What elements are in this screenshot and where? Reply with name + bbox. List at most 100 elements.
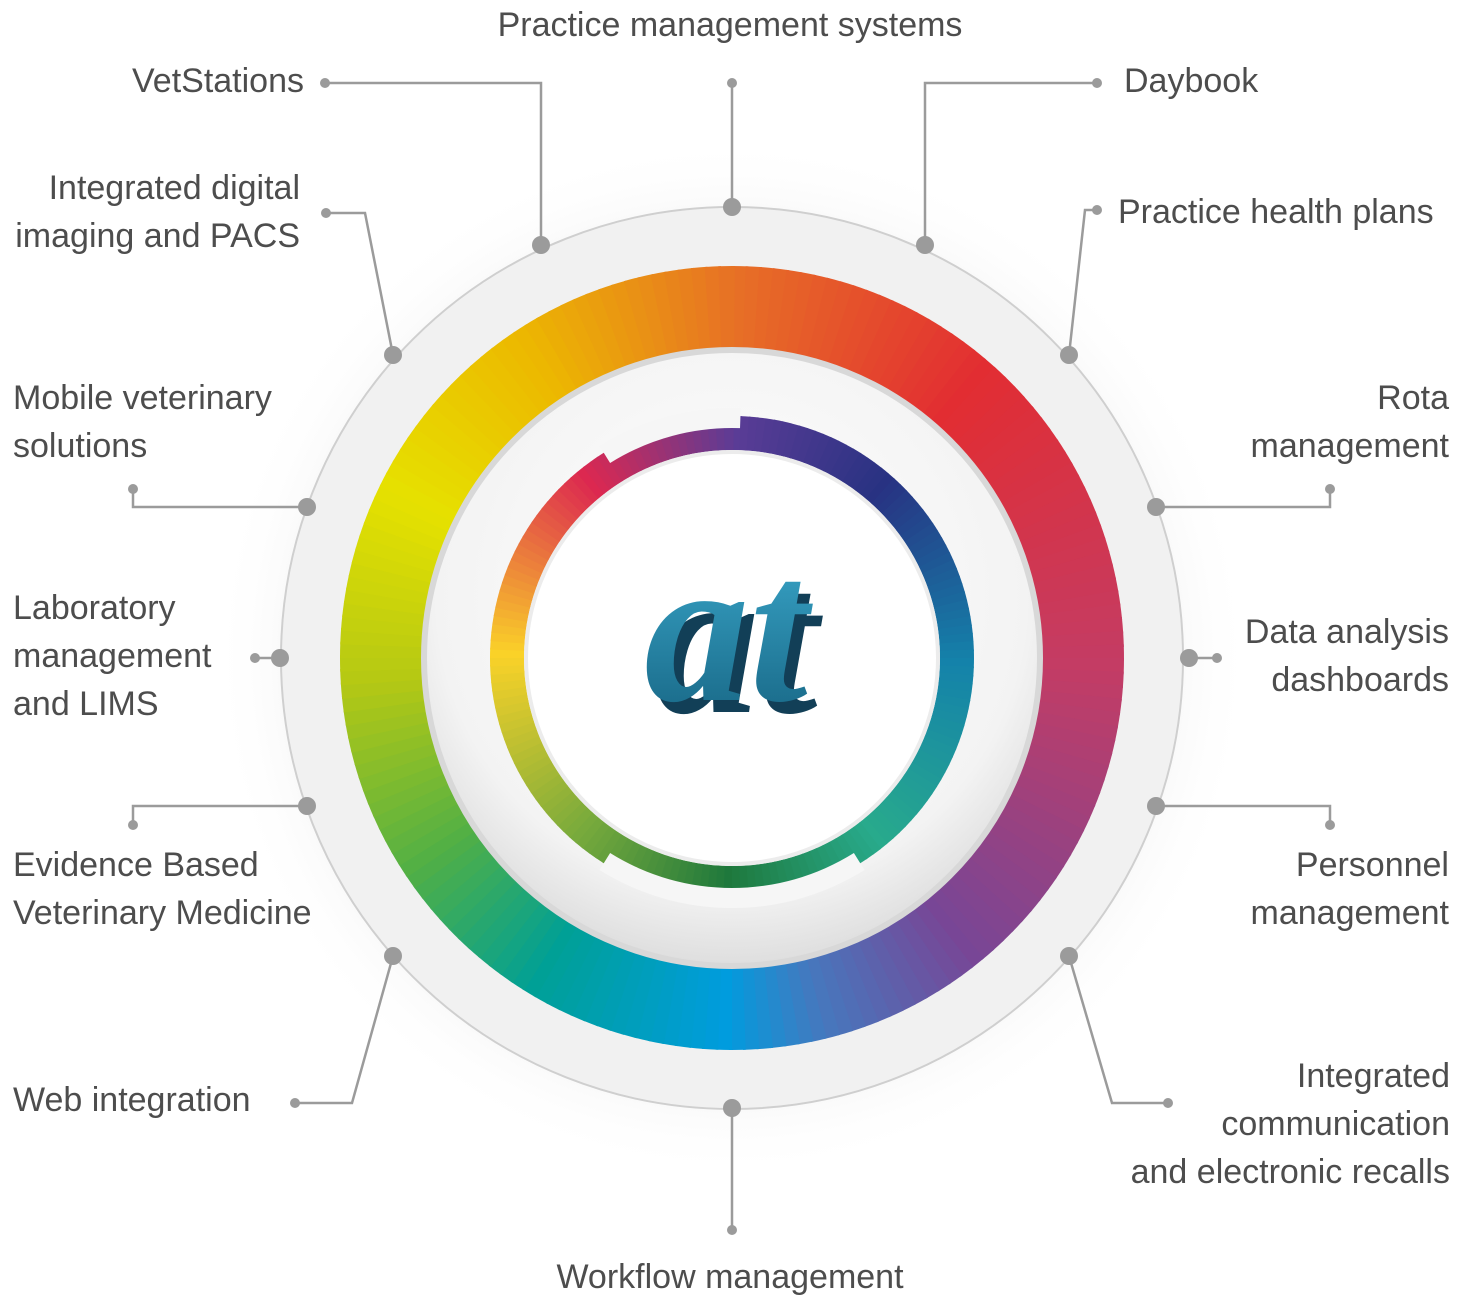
wheel-segment xyxy=(450,374,526,450)
wheel-segment xyxy=(467,879,540,959)
wheel-segment xyxy=(802,946,841,1040)
wheel-segment xyxy=(399,436,485,500)
inner-ring-segment xyxy=(880,797,912,828)
inner-ring-segment xyxy=(927,575,963,596)
inner-ring-segment xyxy=(563,477,594,509)
label-line: Practice health plans xyxy=(1118,193,1434,231)
wheel-segment xyxy=(545,921,601,1011)
dot-workflow-ring xyxy=(723,1099,741,1117)
dot-rota-ring xyxy=(1147,498,1165,516)
wheel-segment xyxy=(792,949,827,1042)
label-line: dashboards xyxy=(1271,661,1449,699)
inner-ring-segment xyxy=(899,774,933,802)
dot-workflow-end xyxy=(727,1225,737,1235)
wheel-segment xyxy=(501,331,566,416)
label-mobile: Mobile veterinary solutions xyxy=(13,374,343,470)
wheel-segment xyxy=(960,842,1041,913)
label-data-analysis: Data analysis dashboards xyxy=(1225,608,1449,704)
inner-ring-segment xyxy=(513,747,549,772)
wheel-segment xyxy=(372,778,463,830)
wheel-segment xyxy=(661,953,691,1047)
wheel-segment xyxy=(916,349,987,430)
wheel-segment xyxy=(431,393,511,466)
inner-ring-segment xyxy=(540,784,573,814)
wheel-segment xyxy=(1023,563,1116,598)
wheel-segment xyxy=(379,471,469,527)
inner-ring-segment xyxy=(829,444,855,479)
wheel-segment xyxy=(1025,576,1119,608)
inner-ring-segment xyxy=(595,829,622,864)
wheel-segment xyxy=(1030,678,1124,702)
dot-daybook-ring xyxy=(916,236,934,254)
inner-ring-segment xyxy=(895,780,928,809)
inner-ring-segment xyxy=(854,462,883,495)
inner-ring-segment xyxy=(918,742,954,766)
wheel-segment xyxy=(953,850,1033,923)
wheel-segment xyxy=(991,462,1080,520)
wheel-segment xyxy=(961,406,1043,475)
wheel-segment xyxy=(368,496,459,546)
wheel-segment xyxy=(968,416,1051,484)
wheel-segment xyxy=(1006,498,1097,548)
inner-ring-segment xyxy=(552,488,584,519)
wheel-segment xyxy=(938,866,1014,942)
inner-ring-segment xyxy=(521,760,556,787)
logo: at at xyxy=(644,514,823,758)
label-rota: Rota management xyxy=(1150,374,1449,470)
wheel-segment xyxy=(812,943,854,1036)
wheel-segment xyxy=(1022,720,1116,756)
dot-data-ring xyxy=(1180,649,1198,667)
connector-web xyxy=(295,955,395,1105)
wheel-segment xyxy=(345,573,439,606)
wheel-segment xyxy=(995,789,1085,845)
label-line: Daybook xyxy=(1124,62,1259,100)
wheel-segment xyxy=(834,289,882,381)
wheel-segment xyxy=(986,450,1073,510)
inner-ring-segment xyxy=(908,529,943,556)
wheel-segment xyxy=(351,547,445,586)
wheel-segment xyxy=(1020,549,1114,588)
wheel-segment xyxy=(340,627,433,648)
logo-shadow: at xyxy=(654,526,823,758)
wheel-segment xyxy=(996,473,1086,529)
inner-color-ring xyxy=(490,408,974,908)
label-line: and LIMS xyxy=(13,685,159,723)
wheel-segment xyxy=(990,798,1079,857)
inner-ring-segment xyxy=(922,559,958,582)
wheel-segment xyxy=(880,912,940,999)
inner-ring-segment xyxy=(924,729,960,751)
inner-ring-segment xyxy=(931,591,968,610)
inner-ring-segment xyxy=(490,656,525,667)
connector-dots xyxy=(128,78,1335,1235)
inner-ring-segment xyxy=(557,482,589,514)
wheel-segment xyxy=(771,953,801,1047)
connector-evidence xyxy=(131,804,307,825)
label-line: Integrated xyxy=(1296,1057,1450,1095)
inner-ring-segment xyxy=(907,762,942,788)
wheel-segment xyxy=(480,347,549,429)
wheel-segment xyxy=(1001,486,1092,538)
connector-communication xyxy=(1067,955,1168,1105)
inner-ring-segment xyxy=(546,494,579,525)
wheel-segment xyxy=(701,957,722,1050)
label-line: Personnel xyxy=(1295,846,1449,884)
inner-ring-segment xyxy=(493,692,529,709)
wheel-segment xyxy=(341,687,435,713)
wheel-segment xyxy=(1028,689,1122,716)
wheel-segment xyxy=(899,333,965,417)
wheel-segment xyxy=(340,614,434,638)
wheel-segment xyxy=(677,267,703,361)
label-evidence: Evidence Based Veterinary Medicine xyxy=(13,841,373,937)
wheel-segment xyxy=(822,939,867,1032)
inner-ring-segment xyxy=(494,699,531,717)
wheel-segment xyxy=(488,893,556,976)
inner-ring-segment xyxy=(596,451,624,486)
wheel-segment xyxy=(674,954,701,1048)
label-line: Veterinary Medicine xyxy=(13,894,312,932)
wheel-segment xyxy=(1031,630,1124,650)
wheel-segment xyxy=(585,288,632,380)
label-personnel: Personnel management xyxy=(1150,841,1449,937)
wheel-segment xyxy=(852,927,904,1018)
wheel-segment xyxy=(355,534,448,576)
connector-imaging xyxy=(326,211,395,356)
